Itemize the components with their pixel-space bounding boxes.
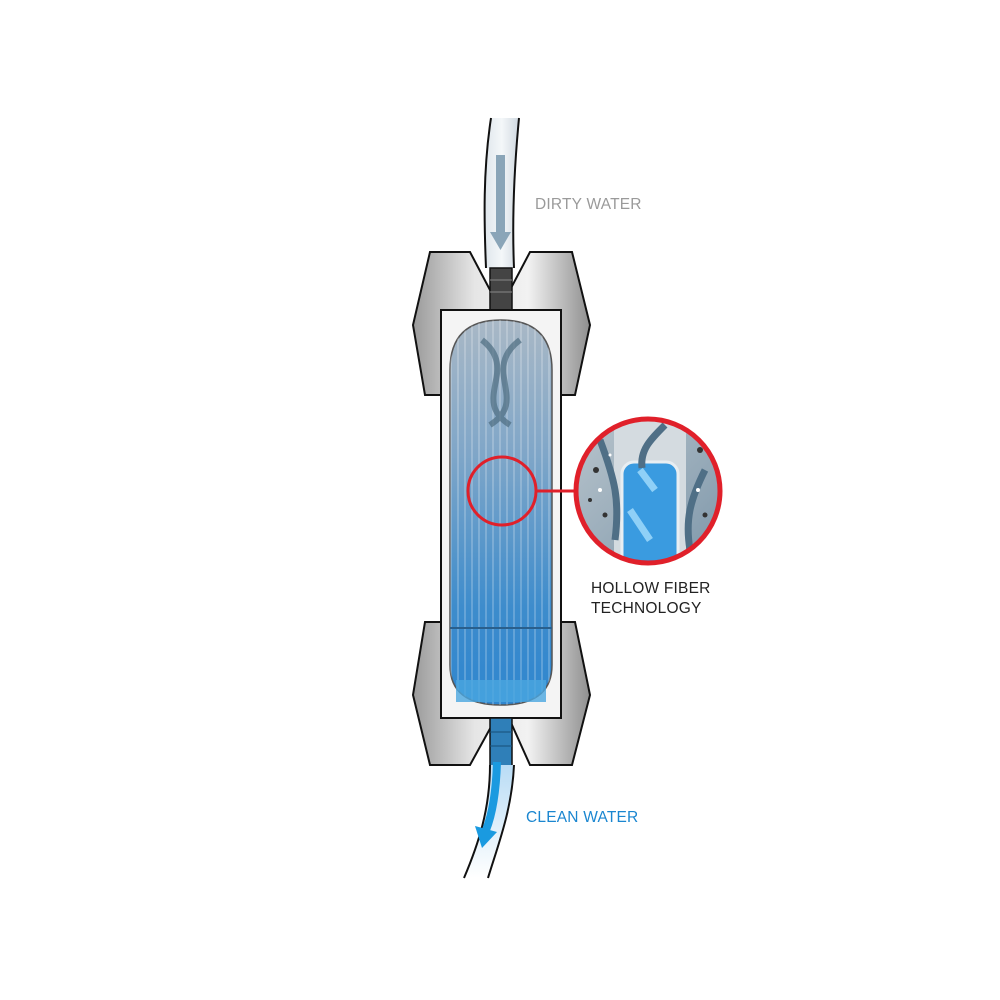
outlet-tube bbox=[463, 761, 515, 879]
arrow-down-icon bbox=[490, 155, 511, 250]
bottom-cap bbox=[411, 621, 592, 767]
dirty-water-label: DIRTY WATER bbox=[535, 196, 642, 213]
arrow-down-icon bbox=[475, 761, 501, 848]
clean-water-label: CLEAN WATER bbox=[526, 809, 639, 826]
magnifier-callout bbox=[466, 416, 723, 566]
hollow-fiber-label-line1: HOLLOW FIBER bbox=[591, 580, 711, 597]
inlet-tube bbox=[483, 117, 520, 269]
filter-cartridge bbox=[440, 309, 562, 719]
hollow-fiber-label-line2: TECHNOLOGY bbox=[591, 600, 702, 617]
